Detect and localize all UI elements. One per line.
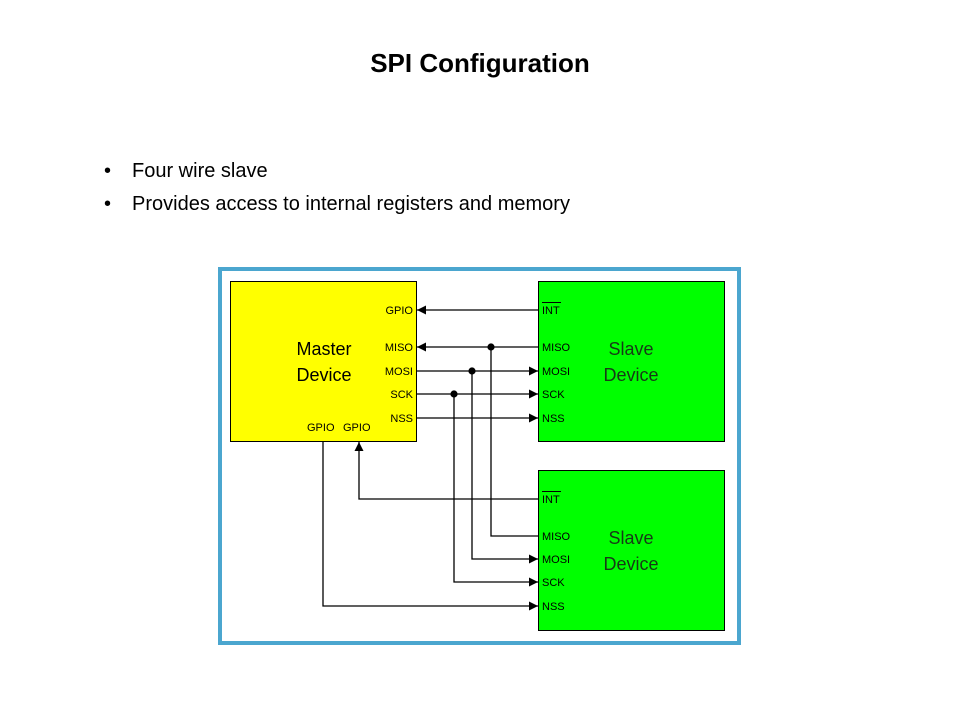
- slave-device-label: Device: [603, 554, 658, 574]
- diagram-frame: [218, 267, 741, 645]
- master-pin-nss: NSS: [390, 413, 413, 425]
- master-pin-sck: SCK: [390, 389, 413, 401]
- junction-dot-mosi: [468, 367, 476, 375]
- slave-device-label: Slave: [608, 528, 653, 548]
- slave-device-1: Slave Device INT MISO MOSI SCK NSS: [538, 281, 725, 442]
- slave-pin-nss: NSS: [542, 601, 565, 613]
- slave-pin-miso: MISO: [542, 531, 571, 543]
- slave-pin-int: INT: [542, 305, 560, 317]
- junction-dot-sck: [450, 390, 458, 398]
- wire-miso-slave2: [490, 347, 538, 537]
- master-pin-mosi: MOSI: [385, 366, 413, 378]
- slave-pin-int: INT: [542, 494, 560, 506]
- wire-mosi-slave2: [471, 371, 538, 564]
- slave-pin-sck: SCK: [542, 577, 565, 589]
- slave-device-2: Slave Device INT MISO MOSI SCK NSS: [538, 470, 725, 631]
- slave-device-label: Device: [603, 365, 658, 385]
- bullet-icon: •: [104, 160, 112, 182]
- master-pin-gpio-bottom-left: GPIO: [307, 422, 335, 434]
- master-pin-miso: MISO: [385, 342, 414, 354]
- bullet-text: Four wire slave: [132, 160, 268, 182]
- slide-title: SPI Configuration: [370, 48, 590, 78]
- bullet-text: Provides access to internal registers an…: [132, 193, 570, 215]
- wire-nss-slave2: [322, 441, 538, 611]
- slave-pin-sck: SCK: [542, 389, 565, 401]
- slave-pin-mosi: MOSI: [542, 366, 570, 378]
- slave-device-box: [538, 470, 725, 631]
- slave-device-label: Slave: [608, 339, 653, 359]
- bullet-item: • Four wire slave: [104, 155, 570, 188]
- slave-device-box: [538, 281, 725, 442]
- master-device-label: Master: [296, 339, 351, 359]
- wires: [322, 305, 538, 611]
- wire-int-slave2: [354, 442, 538, 500]
- master-pin-gpio-bottom-right: GPIO: [343, 422, 371, 434]
- bullet-list: • Four wire slave • Provides access to i…: [104, 155, 570, 221]
- slave-pin-mosi: MOSI: [542, 554, 570, 566]
- wire-sck-slave2: [453, 394, 538, 587]
- slave-pin-miso: MISO: [542, 342, 571, 354]
- master-pin-gpio: GPIO: [385, 305, 413, 317]
- bullet-item: • Provides access to internal registers …: [104, 188, 570, 221]
- master-device: Master Device GPIO MISO MOSI SCK NSS GPI…: [230, 281, 417, 442]
- junction-dot-miso: [487, 343, 495, 351]
- slave-pin-nss: NSS: [542, 413, 565, 425]
- master-device-label: Device: [296, 365, 351, 385]
- bullet-icon: •: [104, 193, 112, 215]
